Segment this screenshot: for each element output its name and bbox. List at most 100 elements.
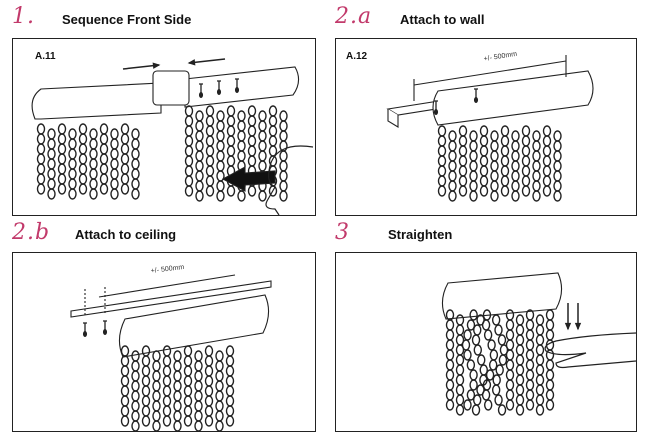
chain-link (36, 183, 46, 195)
chain-link (448, 160, 457, 172)
chain-link (455, 404, 465, 416)
chain-link (437, 135, 447, 147)
chain-link (495, 364, 504, 376)
chain-link (152, 380, 161, 392)
chain-link (469, 140, 478, 152)
chain-link (237, 190, 246, 202)
chain-link (448, 180, 457, 192)
chain-link (99, 173, 109, 185)
chain-link (463, 399, 472, 411)
chain-link (131, 360, 140, 372)
chain-link (458, 155, 468, 167)
chain-link (279, 120, 288, 132)
screw-icon (216, 88, 222, 96)
chain-link (152, 370, 161, 382)
chain-link (535, 364, 545, 376)
chain-link (99, 163, 109, 175)
chain-link (131, 128, 140, 140)
chain-link (215, 390, 224, 402)
screw-icon (234, 86, 240, 94)
chain-link (511, 170, 520, 182)
chain-link (215, 410, 224, 422)
dimension-line (413, 60, 567, 86)
chain-link (448, 140, 457, 152)
chain-link (78, 153, 88, 165)
chain-link (490, 150, 499, 162)
chain-link (120, 365, 130, 377)
chain-link (183, 355, 193, 367)
chain-link (437, 145, 447, 157)
chain-link (237, 130, 246, 142)
chain-link (120, 415, 130, 427)
chain-link (469, 160, 478, 172)
chain-link (247, 125, 257, 137)
chain-link (78, 123, 88, 135)
chain-link (545, 309, 555, 321)
chain-link (131, 400, 140, 412)
chain-link (110, 138, 119, 150)
chain-link (535, 354, 545, 366)
chain-link (195, 170, 204, 182)
curtain-rail (441, 272, 563, 320)
chain-link (500, 165, 510, 177)
chain-link (78, 143, 88, 155)
chain-link (216, 110, 225, 122)
chain-link (204, 385, 214, 397)
hand-icon (544, 332, 637, 369)
chain-link (479, 155, 489, 167)
chain-link (511, 190, 520, 202)
arrow-icon (187, 59, 196, 66)
chain-link (131, 390, 140, 402)
chain-link (247, 145, 257, 157)
chain-link (535, 344, 545, 356)
chain-link (445, 339, 455, 351)
chain-link (479, 165, 489, 177)
chain-link (532, 180, 541, 192)
chain-link (445, 399, 455, 411)
chain-link (445, 319, 455, 331)
chain-link (491, 314, 501, 326)
chain-link (194, 410, 203, 422)
chain-link (445, 359, 455, 371)
step-3-illustration (441, 272, 637, 416)
chain-link (525, 379, 535, 391)
chain-link (89, 158, 98, 170)
chain-link (194, 350, 203, 362)
chain-link (532, 130, 541, 142)
chain-link (216, 130, 225, 142)
step-2a-title: Attach to wall (400, 12, 485, 27)
chain-link (532, 170, 541, 182)
chain-link (162, 415, 172, 427)
chain-link (542, 135, 552, 147)
chain-link (141, 385, 151, 397)
chain-link (247, 115, 257, 127)
chain-link (184, 105, 194, 117)
chain-link (473, 324, 482, 336)
chain-link (131, 188, 140, 200)
chain-link (194, 370, 203, 382)
chain-link (469, 190, 478, 202)
chain-link (532, 190, 541, 202)
chain-link (521, 135, 531, 147)
chain-link (131, 380, 140, 392)
chain-link (483, 329, 493, 341)
chain-link (455, 364, 465, 376)
chain-link (258, 140, 267, 152)
step-2b-panel: +/- 500mm (12, 252, 316, 432)
chain-link (110, 128, 119, 140)
chain-link (141, 415, 151, 427)
chain-link (545, 369, 555, 381)
chain-link (131, 148, 140, 160)
chain-link (78, 163, 88, 175)
chain-link (78, 133, 88, 145)
chain-link (68, 188, 77, 200)
chain-link (131, 370, 140, 382)
chain-link (500, 145, 510, 157)
chain-link (279, 160, 288, 172)
chain-link (515, 324, 525, 336)
chain-link (152, 400, 161, 412)
chain-link (226, 135, 236, 147)
chain-link (479, 135, 489, 147)
curtain-rail (118, 294, 270, 358)
curtain-rail (31, 82, 162, 120)
